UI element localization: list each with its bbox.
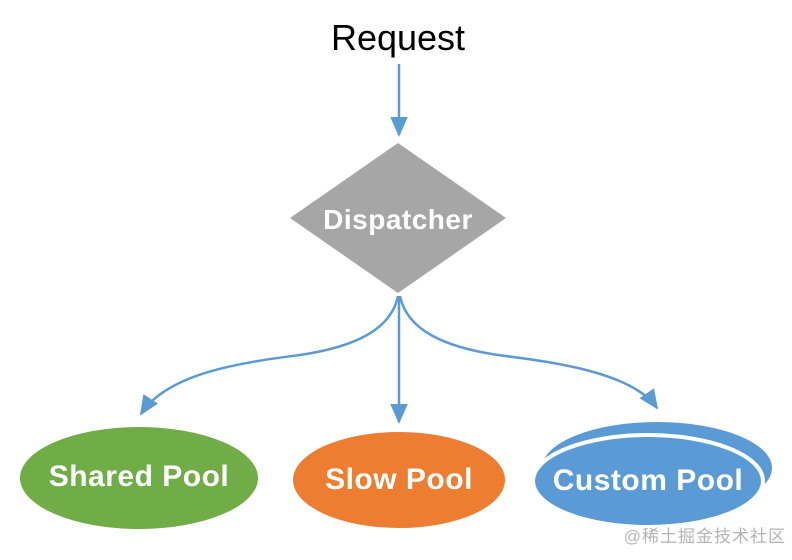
dispatcher-diamond: [290, 143, 506, 293]
edge-dispatcher-shared: [139, 295, 400, 416]
custom-pool-ellipse-front: [531, 433, 765, 529]
edge-dispatcher-custom: [398, 295, 659, 410]
slow-pool-ellipse: [293, 432, 505, 528]
shared-pool-ellipse: [20, 427, 258, 529]
